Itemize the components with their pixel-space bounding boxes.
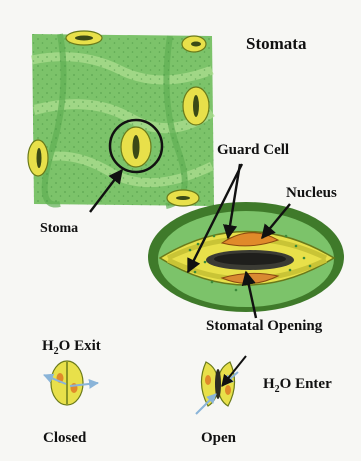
nucleus-label: Nucleus [286, 185, 337, 202]
panel-stoma-right [183, 87, 209, 125]
stoma-label: Stoma [40, 221, 78, 237]
diagram-title: Stomata [246, 34, 306, 54]
panel-stoma-center [121, 127, 151, 167]
open-stoma [196, 356, 246, 414]
h2o-exit-suffix: O Exit [59, 338, 101, 354]
open-label: Open [201, 430, 236, 447]
panel-stoma-bottom [167, 190, 199, 206]
h2o-enter-label: H2O Enter [263, 376, 332, 393]
closed-label: Closed [43, 430, 86, 447]
panel-stoma-left [28, 140, 48, 176]
h2o-enter-subscript: 2 [275, 384, 280, 395]
guard-cell-label: Guard Cell [217, 142, 289, 159]
h2o-exit-label: H2O Exit [42, 338, 101, 355]
closed-stoma [44, 361, 98, 405]
large-stoma [148, 202, 344, 312]
leaf-epidermis-panel [28, 31, 214, 206]
stomatal-opening-label: Stomatal Opening [206, 318, 322, 335]
panel-stoma-top [66, 31, 102, 45]
h2o-enter-suffix: O Enter [280, 376, 332, 392]
h2o-exit-prefix: H [42, 338, 54, 354]
panel-stoma-topright [182, 36, 206, 52]
h2o-exit-subscript: 2 [54, 346, 59, 357]
h2o-enter-prefix: H [263, 376, 275, 392]
